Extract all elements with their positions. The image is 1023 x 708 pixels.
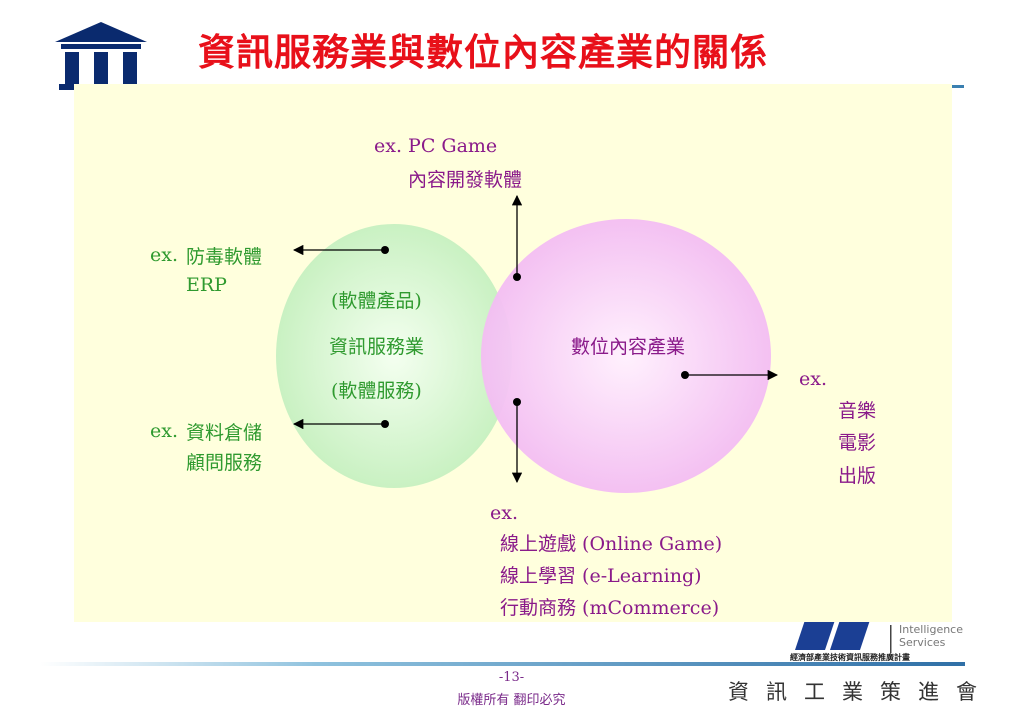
bottom-prefix: ex. [490, 502, 518, 524]
left-bottom-prefix: ex. [150, 420, 178, 442]
left-top-line2: ERP [186, 274, 227, 296]
dot-top [513, 273, 521, 281]
venn-diagram [276, 194, 779, 493]
right-circle [481, 219, 771, 493]
left-circle-line3: (軟體服務) [331, 380, 422, 402]
right-item-1: 音樂 [838, 400, 877, 422]
footer-divider [40, 662, 965, 666]
copyright-text: 版權所有 翻印必究 [457, 693, 566, 708]
top-label-line1: 內容開發軟體 [408, 169, 523, 191]
building-pillars-icon [55, 22, 147, 90]
right-item-3: 出版 [838, 465, 877, 487]
partner-tag: 經濟部產業技術資訊服務推廣計畫 [790, 653, 910, 662]
dot-left-bottom [381, 420, 389, 428]
right-item-2: 電影 [838, 432, 877, 454]
bottom-item-3: 行動商務 (mCommerce) [500, 597, 720, 619]
partner-line1: Intelligence [899, 623, 963, 636]
left-top-prefix: ex. [150, 244, 178, 266]
page-title: 資訊服務業與數位內容產業的關係 [198, 31, 768, 74]
left-circle [276, 224, 512, 488]
page-number: -13- [498, 670, 525, 685]
dot-bottom [513, 398, 521, 406]
dot-left-top [381, 246, 389, 254]
left-bottom-line1: 資料倉儲 [186, 422, 263, 444]
right-prefix: ex. [799, 368, 827, 390]
partner-line2: Services [899, 636, 946, 649]
left-circle-line1: (軟體產品) [331, 290, 422, 312]
top-label-prefix: ex. PC Game [374, 135, 498, 157]
mic-logo-icon: Intelligence Services [795, 620, 963, 653]
dot-right [681, 371, 689, 379]
organization-name: 資訊工業策進會 [728, 680, 994, 704]
left-top-line1: 防毒軟體 [186, 246, 263, 268]
bottom-item-1: 線上遊戲 (Online Game) [500, 533, 723, 555]
left-circle-line2: 資訊服務業 [329, 336, 425, 358]
bottom-item-2: 線上學習 (e-Learning) [500, 565, 702, 587]
left-bottom-line2: 顧問服務 [186, 452, 263, 474]
right-circle-label: 數位內容產業 [571, 336, 686, 358]
